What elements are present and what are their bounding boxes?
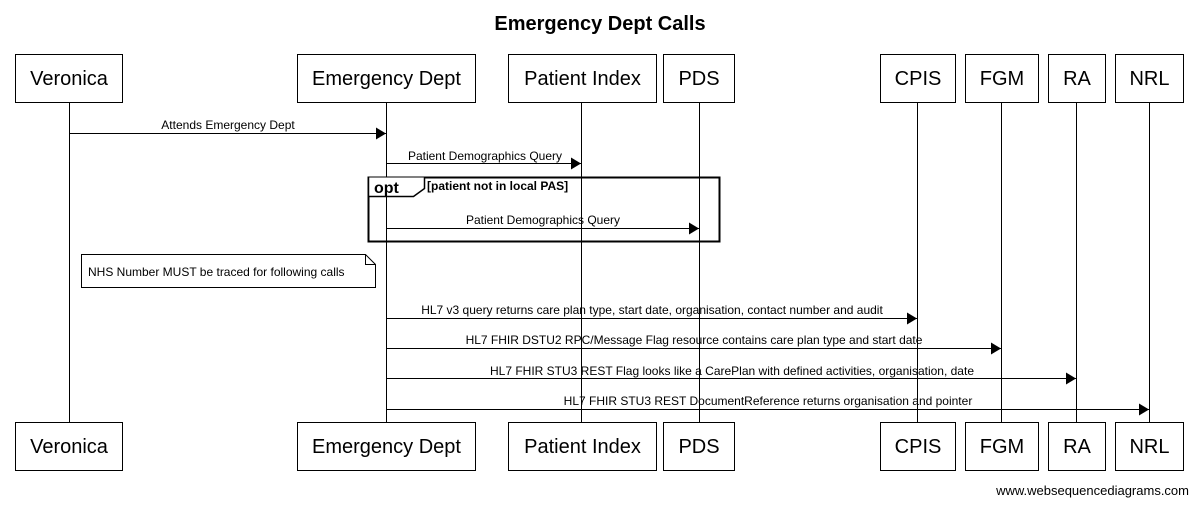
message-label-4: HL7 v3 query returns care plan type, sta…	[421, 303, 883, 317]
participant-label-cpis-bottom: CPIS	[895, 436, 942, 458]
participant-label-pds: PDS	[678, 68, 719, 90]
participant-box-patient-index-bottom	[508, 422, 657, 471]
participants-bottom: Veronica Emergency Dept Patient Index PD…	[15, 422, 1184, 471]
opt-fragment-tab	[367, 177, 426, 198]
participant-label-ra: RA	[1063, 68, 1091, 90]
watermark-link[interactable]: www.websequencediagrams.com	[995, 483, 1189, 498]
participant-label-ra-bottom: RA	[1063, 436, 1091, 458]
participant-label-patient-index-bottom: Patient Index	[524, 436, 641, 458]
participant-label-emergency-dept: Emergency Dept	[312, 68, 461, 90]
participant-label-fgm: FGM	[980, 68, 1024, 90]
message-label-5: HL7 FHIR DSTU2 RPC/Message Flag resource…	[466, 333, 923, 347]
participant-box-nrl-bottom	[1115, 422, 1184, 471]
opt-fragment-frame	[367, 176, 721, 243]
participant-box-veronica-bottom	[15, 422, 123, 471]
participant-label-emergency-dept-bottom: Emergency Dept	[312, 436, 461, 458]
participant-label-cpis: CPIS	[895, 68, 942, 90]
message-label-3: Patient Demographics Query	[466, 213, 620, 227]
participant-box-emergency-dept-bottom	[297, 422, 476, 471]
participant-label-nrl-bottom: NRL	[1129, 436, 1169, 458]
note-fold	[365, 254, 376, 265]
participant-box-pds	[663, 54, 735, 103]
participant-box-cpis	[880, 54, 956, 103]
participant-label-patient-index: Patient Index	[524, 68, 641, 90]
note-box	[81, 254, 376, 288]
opt-fragment-keyword: opt	[374, 180, 400, 197]
participant-label-veronica: Veronica	[30, 68, 109, 90]
note: NHS Number MUST be traced for following …	[81, 254, 376, 288]
participant-box-emergency-dept	[297, 54, 476, 103]
note-text: NHS Number MUST be traced for following …	[88, 265, 345, 279]
opt-fragment-condition: [patient not in local PAS]	[427, 179, 568, 193]
diagram-title: Emergency Dept Calls	[494, 13, 705, 35]
participant-box-fgm	[965, 54, 1039, 103]
opt-fragment: opt [patient not in local PAS]	[367, 176, 721, 243]
message-label-2: Patient Demographics Query	[408, 149, 562, 163]
participant-box-pds-bottom	[663, 422, 735, 471]
participant-label-veronica-bottom: Veronica	[30, 436, 109, 458]
participant-label-fgm-bottom: FGM	[980, 436, 1024, 458]
participant-box-cpis-bottom	[880, 422, 956, 471]
message-label-1: Attends Emergency Dept	[161, 118, 295, 132]
participant-box-fgm-bottom	[965, 422, 1039, 471]
message-label-6: HL7 FHIR STU3 REST Flag looks like a Car…	[490, 364, 974, 378]
participants-top: Veronica Emergency Dept Patient Index PD…	[15, 54, 1184, 103]
lifelines	[69, 102, 1150, 422]
messages	[70, 127, 1149, 416]
message-label-7: HL7 FHIR STU3 REST DocumentReference ret…	[564, 394, 973, 408]
message-labels: Attends Emergency Dept Patient Demograph…	[161, 118, 974, 408]
participant-box-ra-bottom	[1048, 422, 1106, 471]
participant-box-patient-index	[508, 54, 657, 103]
participant-box-nrl	[1115, 54, 1184, 103]
participant-box-ra	[1048, 54, 1106, 103]
participant-box-veronica	[15, 54, 123, 103]
participant-label-nrl: NRL	[1129, 68, 1169, 90]
participant-label-pds-bottom: PDS	[678, 436, 719, 458]
